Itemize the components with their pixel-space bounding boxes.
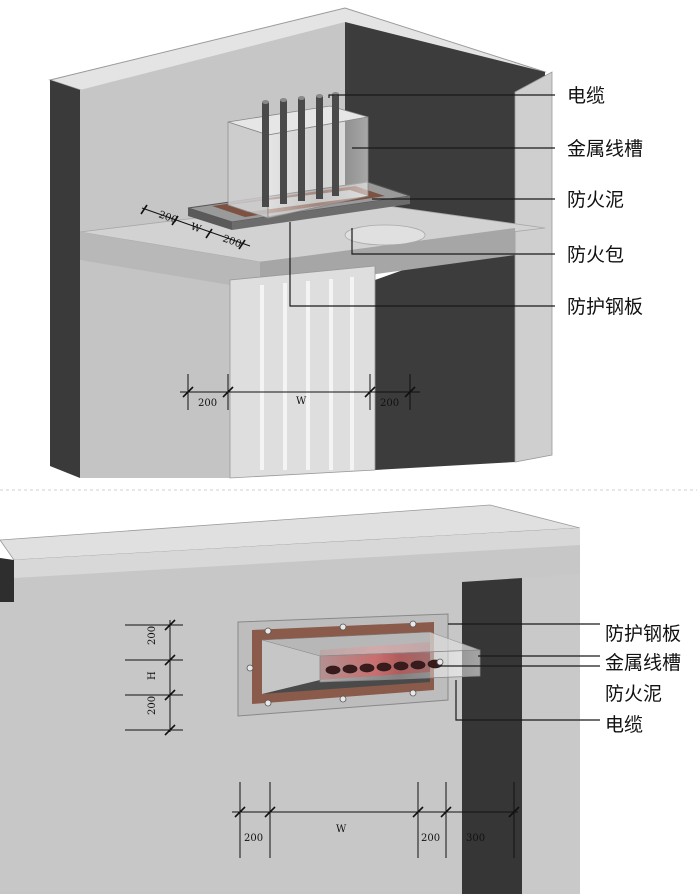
label-metal-trough-top: 金属线槽 bbox=[567, 138, 643, 160]
bottom-dim-width: W bbox=[336, 824, 347, 835]
bottom-dim-bottom: 200 bbox=[147, 696, 158, 715]
bottom-dim-right: 200 bbox=[421, 833, 440, 844]
top-bottom-dimensions: 200 W 200 bbox=[180, 374, 420, 410]
plate-bolts bbox=[246, 620, 444, 707]
wall-ledge bbox=[14, 528, 580, 578]
bottom-dim-top: 200 bbox=[147, 626, 158, 645]
plate-dim-w: W bbox=[189, 221, 203, 235]
bottom-vertical-dimensions: 200 H 200 bbox=[125, 619, 183, 736]
label-fire-mud-bottom: 防火泥 bbox=[605, 683, 662, 705]
bottom-leaders bbox=[440, 623, 600, 721]
right-wall-dark bbox=[345, 22, 545, 268]
right-wall-edge bbox=[514, 71, 553, 463]
top-dim-width: W bbox=[296, 396, 307, 407]
upper-cables bbox=[262, 92, 339, 207]
top-leaders bbox=[289, 94, 555, 307]
top-view: 200 W 200 200 W 200 电缆 金属线槽 bbox=[48, 7, 643, 479]
left-wall-face bbox=[50, 80, 80, 478]
bottom-cables bbox=[325, 659, 443, 675]
top-dim-left: 200 bbox=[198, 398, 217, 409]
bottom-horizontal-dimensions: 200 W 200 300 bbox=[232, 782, 520, 858]
bottom-view: 200 H 200 200 W 200 300 bbox=[0, 504, 681, 894]
bottom-dim-left: 200 bbox=[244, 833, 263, 844]
steel-plate-edge bbox=[188, 208, 232, 230]
label-cable-top: 电缆 bbox=[567, 85, 605, 107]
label-fire-bag: 防火包 bbox=[567, 244, 624, 266]
floor-slab-front bbox=[80, 232, 260, 290]
label-cable-bottom: 电缆 bbox=[605, 714, 643, 736]
lower-cables bbox=[260, 277, 354, 470]
lower-trough-front bbox=[229, 265, 376, 479]
label-metal-trough-bottom: 金属线槽 bbox=[605, 652, 681, 674]
wall-top-band-dark bbox=[0, 558, 14, 602]
bottom-dim-wall: 300 bbox=[466, 833, 485, 844]
top-dim-right: 200 bbox=[380, 398, 399, 409]
label-fire-mud-top: 防火泥 bbox=[567, 189, 624, 211]
right-column-dark bbox=[462, 578, 522, 894]
bottom-dim-height: H bbox=[147, 671, 158, 680]
steel-plate-edge2 bbox=[232, 196, 410, 230]
trough-left-wall bbox=[262, 640, 320, 694]
right-column-face bbox=[522, 574, 580, 894]
left-wall-lower bbox=[80, 260, 230, 478]
label-steel-plate-top: 防护钢板 bbox=[567, 296, 643, 318]
label-steel-plate-bottom: 防护钢板 bbox=[605, 623, 681, 645]
fire-bag bbox=[344, 224, 426, 246]
